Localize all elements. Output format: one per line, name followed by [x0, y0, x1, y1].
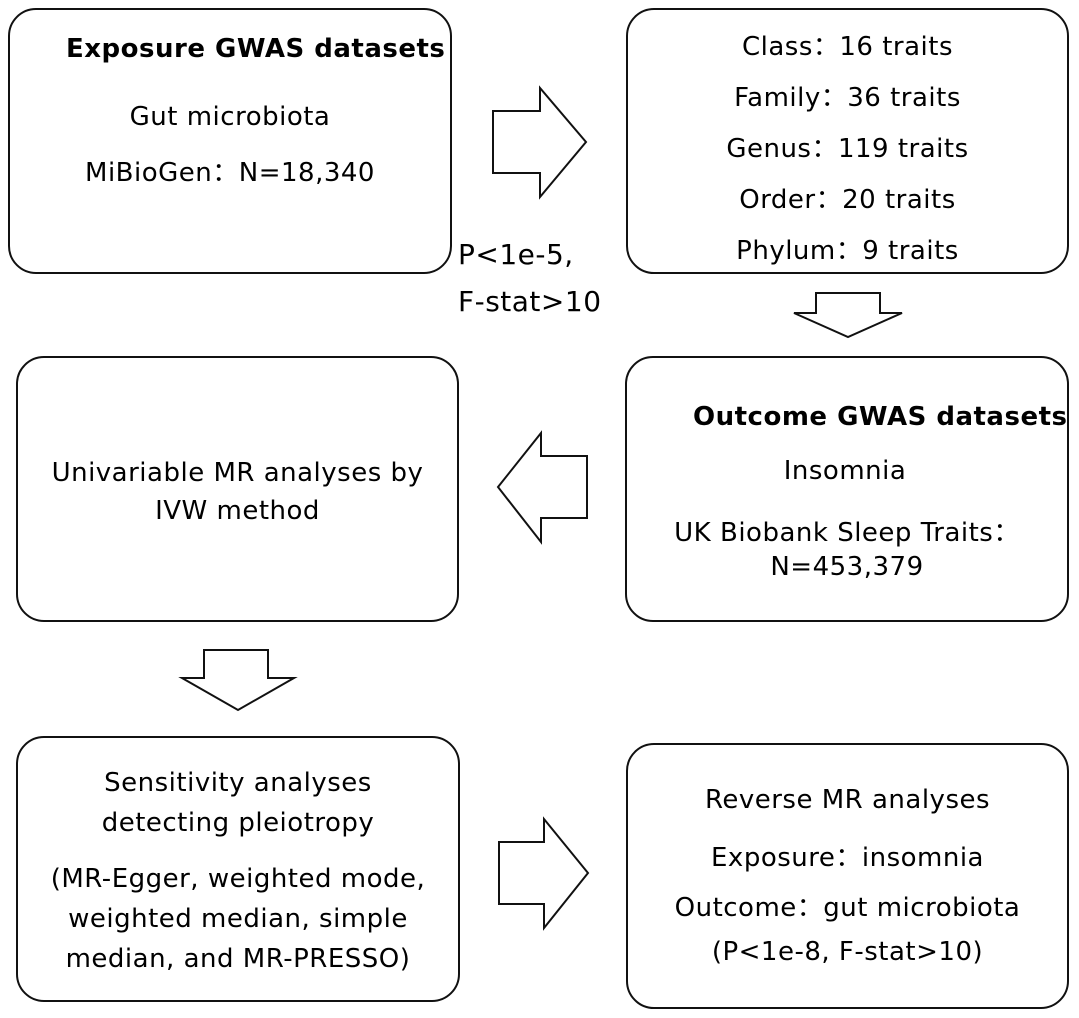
outcome-title: Outcome GWAS datasets: [693, 402, 1068, 432]
reverse-mr-box: Reverse MR analyses Exposure：insomnia Ou…: [626, 743, 1069, 1009]
arrow-left-middle: [496, 430, 588, 545]
arrow-right-bottom: [498, 816, 590, 931]
outcome-line-2: UK Biobank Sleep Traits：: [674, 518, 1020, 548]
univariable-mr-box: Univariable MR analyses by IVW method: [16, 356, 459, 622]
traits-line-class: Class：16 traits: [741, 32, 954, 62]
outcome-gwas-box: Outcome GWAS datasets Insomnia UK Bioban…: [625, 356, 1069, 622]
traits-line-family: Family：36 traits: [734, 83, 961, 113]
reverse-line-2: Exposure：insomnia: [711, 843, 984, 873]
threshold-label-line-2: F-stat>10: [458, 285, 602, 318]
traits-line-order: Order：20 traits: [739, 185, 956, 215]
traits-line-phylum: Phylum：9 traits: [736, 236, 959, 266]
arrow-right-top: [492, 85, 588, 200]
arrow-down-left: [178, 649, 298, 712]
univariable-line-2: IVW method: [155, 496, 320, 526]
reverse-line-4: (P<1e-8, F-stat>10): [711, 937, 984, 967]
exposure-title: Exposure GWAS datasets: [66, 34, 446, 64]
threshold-label-line-1: P<1e-5,: [458, 238, 574, 271]
exposure-line-1: Gut microbiota: [129, 102, 331, 132]
sensitivity-line-4: weighted median, simple: [68, 904, 408, 934]
reverse-line-1: Reverse MR analyses: [704, 785, 991, 815]
sensitivity-line-5: median, and MR-PRESSO): [65, 944, 411, 974]
traits-box: Class：16 traits Family：36 traits Genus：1…: [626, 8, 1069, 274]
sensitivity-analyses-box: Sensitivity analyses detecting pleiotrop…: [16, 736, 460, 1002]
traits-line-genus: Genus：119 traits: [726, 134, 969, 164]
sensitivity-line-1: Sensitivity analyses: [104, 768, 372, 798]
univariable-line-1: Univariable MR analyses by: [51, 458, 424, 488]
sensitivity-line-2: detecting pleiotropy: [101, 808, 375, 838]
outcome-line-3: N=453,379: [770, 552, 924, 582]
arrow-down-right: [793, 292, 903, 339]
exposure-gwas-box: Exposure GWAS datasets Gut microbiota Mi…: [8, 8, 452, 274]
exposure-line-2: MiBioGen：N=18,340: [85, 158, 375, 188]
sensitivity-line-3: (MR-Egger, weighted mode,: [50, 864, 426, 894]
reverse-line-3: Outcome：gut microbiota: [674, 893, 1021, 923]
outcome-line-1: Insomnia: [783, 456, 907, 486]
